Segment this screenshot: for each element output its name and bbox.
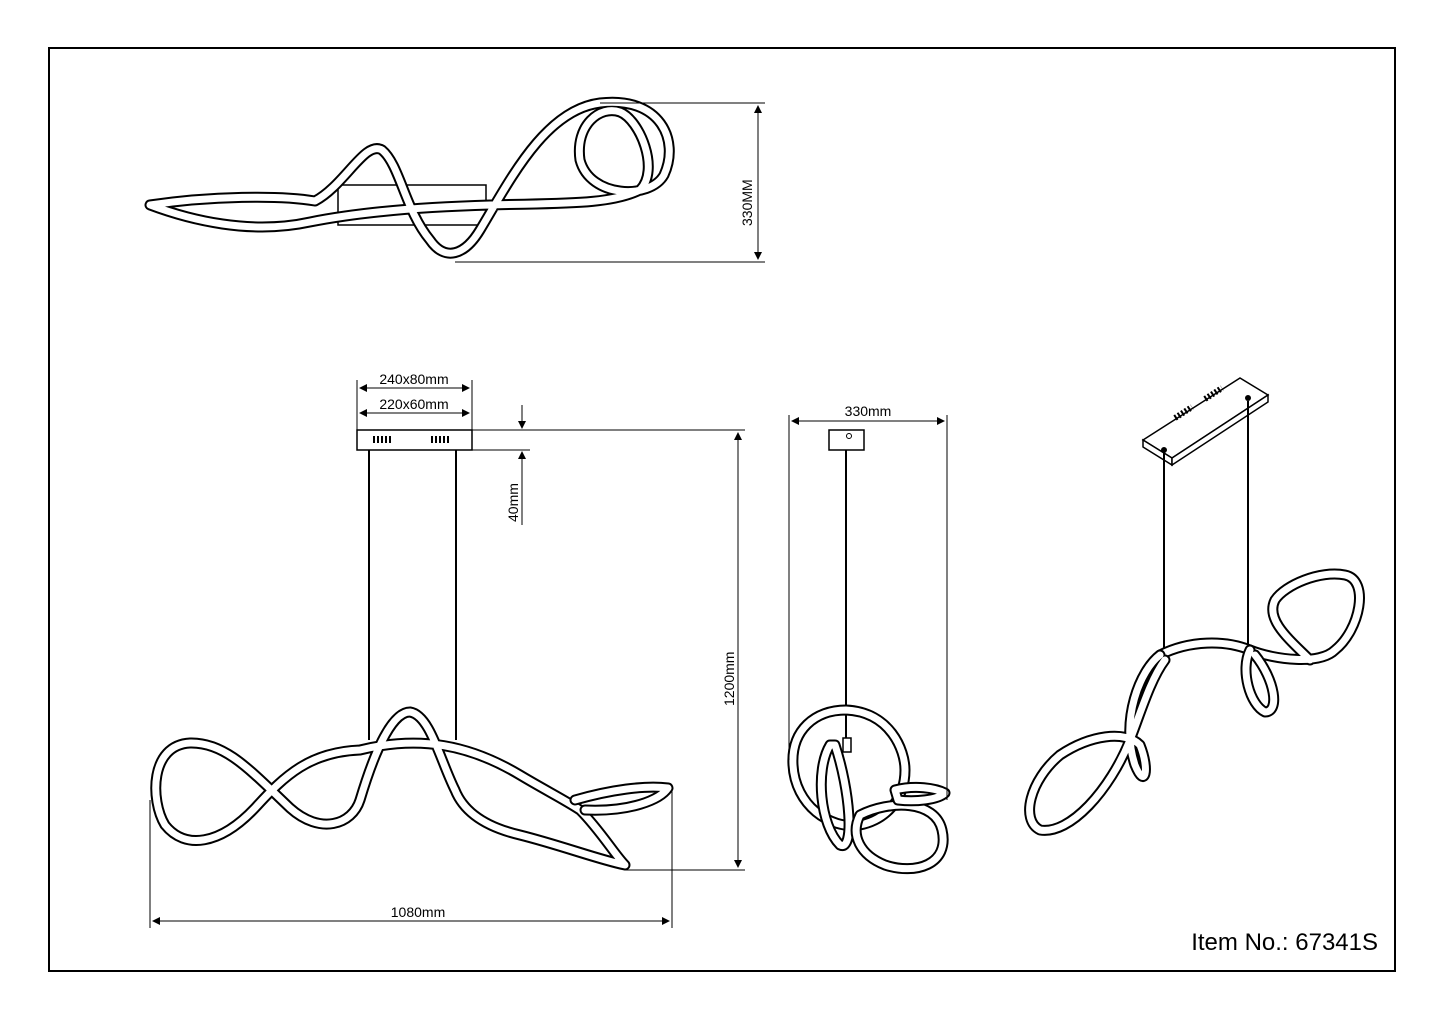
canopy-height-label: 40mm [505, 483, 521, 522]
perspective-canopy [1141, 377, 1270, 467]
front-view-canopy-vents [373, 436, 449, 443]
front-view: 240x80mm 220x60mm 40mm 1200mm 1080mm [149, 371, 745, 928]
perspective-view [1024, 377, 1365, 836]
side-view-lamp-ribbon [787, 704, 951, 875]
side-view: 330mm [787, 403, 951, 875]
total-height-label: 1200mm [721, 652, 737, 706]
canopy-outer-label: 240x80mm [379, 371, 448, 387]
side-depth-label: 330mm [845, 403, 892, 419]
drawing-border [48, 47, 1396, 972]
top-view-lamp-ribbon [144, 96, 675, 259]
canopy-inner-label: 220x60mm [379, 396, 448, 412]
front-view-lamp-ribbon [150, 706, 674, 871]
perspective-lamp-ribbon [1024, 568, 1365, 836]
top-view: 330MM [144, 96, 765, 263]
item-number: Item No.: 67341S [1191, 929, 1378, 956]
front-view-canopy [356, 429, 473, 451]
top-view-height-label: 330MM [739, 179, 755, 226]
side-view-canopy [828, 429, 865, 451]
width-label: 1080mm [391, 904, 445, 920]
